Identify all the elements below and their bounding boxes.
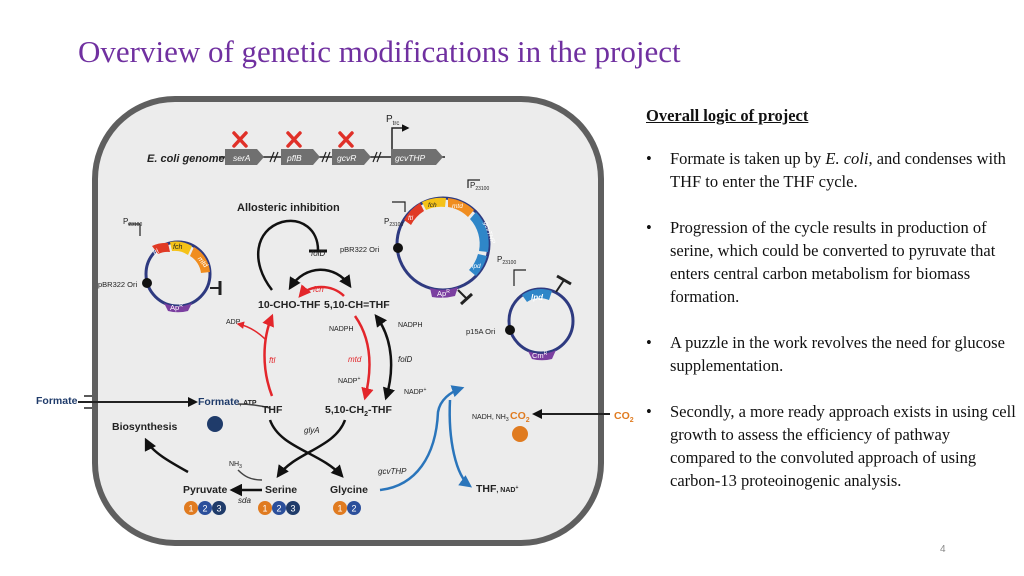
svg-text:1: 1 — [189, 504, 194, 514]
pyruvate-label: Pyruvate — [183, 484, 228, 496]
bullet-dot: • — [646, 218, 652, 237]
formate-ball — [207, 416, 223, 432]
serine-label: Serine — [265, 484, 297, 496]
svg-text:ftl: ftl — [269, 356, 275, 365]
pyruvate-carbons: 1 2 3 — [184, 501, 226, 515]
svg-text:ftl: ftl — [152, 248, 161, 257]
glycine-carbons: 1 2 — [333, 501, 361, 515]
svg-text:3: 3 — [291, 504, 296, 514]
svg-text:fch: fch — [428, 202, 437, 209]
svg-text:pBR322 Ori: pBR322 Ori — [340, 245, 380, 254]
svg-text:lpd: lpd — [472, 263, 481, 270]
logic-bullet: • Formate is taken up by E. coli, and co… — [646, 149, 1006, 191]
svg-text:gcvTHP: gcvTHP — [395, 153, 426, 163]
svg-text:pflB: pflB — [286, 153, 302, 163]
allosteric-label: Allosteric inhibition — [237, 202, 340, 214]
promoter-trc-arrow — [391, 124, 410, 149]
logic-bullet: • Progression of the cycle results in pr… — [646, 218, 996, 306]
fch-arrow — [298, 284, 345, 298]
gene-pflB — [281, 149, 320, 165]
gcvTHP-arrow-down — [448, 399, 473, 488]
folD-right-arrow — [374, 313, 395, 401]
svg-text:ApR: ApR — [170, 303, 183, 312]
svg-text:1: 1 — [263, 504, 268, 514]
plasmid-middle: pBR322 Ori ftl fch mtd gcvTHP lpd ApR P2… — [340, 179, 496, 306]
svg-text:gcvTHP: gcvTHP — [378, 467, 407, 476]
biosynthesis-arrow — [144, 437, 189, 474]
svg-text:NADP+: NADP+ — [404, 387, 426, 396]
svg-text:P23100: P23100 — [470, 181, 489, 192]
svg-text:P23100: P23100 — [497, 255, 516, 266]
svg-text:p15A Ori: p15A Ori — [466, 327, 496, 336]
project-logic-panel: Overall logic of project • Formate is ta… — [646, 104, 1016, 515]
plasmid-right: p15A Ori lpd CmR P23100 — [466, 255, 575, 361]
svg-text:folD: folD — [398, 355, 412, 364]
bullet-dot: • — [646, 149, 652, 168]
gene-gcvTHP — [391, 149, 443, 165]
svg-text:fch: fch — [313, 285, 324, 294]
svg-text:NADP+: NADP+ — [338, 376, 360, 385]
svg-text:mtd: mtd — [452, 203, 463, 210]
svg-text:pBR322 Ori: pBR322 Ori — [98, 280, 138, 289]
ch-thf-label: 5,10-CH=THF — [324, 299, 390, 311]
svg-text:folD: folD — [311, 249, 325, 258]
svg-text:lpd: lpd — [531, 293, 544, 302]
plasmid-left: pBR322 Ori ftl fch mtd ApR P23100 — [98, 217, 222, 313]
formate-atp-label: Formate, ATP — [198, 396, 257, 408]
svg-text:mtd: mtd — [348, 355, 362, 364]
svg-text:fch: fch — [173, 244, 182, 251]
co2-ball — [512, 426, 528, 442]
svg-text:sda: sda — [238, 496, 251, 505]
thf-nad-label: THF, NAD+ — [476, 483, 518, 495]
glyA-arrow-right — [268, 419, 344, 478]
svg-text:P23100: P23100 — [384, 217, 403, 228]
promoter-trc-label: Ptrc — [386, 114, 399, 127]
thf-label: THF — [262, 404, 283, 416]
glyA-arrow-left — [276, 419, 347, 479]
cell-membrane — [92, 96, 604, 546]
gcvTHP-arrow-up — [379, 385, 465, 492]
svg-text:CmR: CmR — [532, 351, 548, 360]
svg-text:3: 3 — [217, 504, 222, 514]
svg-text:ApR: ApR — [437, 289, 450, 298]
gene-gcvR — [332, 149, 371, 165]
ch2-thf-label: 5,10-CH2-THF — [325, 404, 393, 418]
mtd-arrow — [353, 315, 374, 401]
svg-text:ftl: ftl — [408, 215, 414, 222]
page-number: 4 — [940, 544, 946, 555]
slide-title: Overview of genetic modifications in the… — [78, 34, 681, 69]
svg-text:serA: serA — [233, 153, 251, 163]
genome-construct: E. coli genome serA pflB gcvR gcvTHP Ptr… — [147, 114, 445, 165]
svg-text:1: 1 — [338, 504, 343, 514]
cho-thf-label: 10-CHO-THF — [258, 299, 321, 311]
svg-text:CO2: CO2 — [510, 410, 530, 424]
genome-label: E. coli genome — [147, 153, 225, 165]
svg-text:2: 2 — [277, 504, 282, 514]
outside-formate-label: Formate — [36, 395, 78, 407]
logic-heading: Overall logic of project — [646, 106, 809, 125]
svg-text:glyA: glyA — [304, 426, 320, 435]
svg-text:NH3: NH3 — [229, 461, 242, 470]
outside-co2-label: CO2 — [614, 410, 634, 424]
bullet-dot: • — [646, 402, 652, 421]
svg-text:P23100: P23100 — [123, 217, 142, 228]
gene-serA — [225, 149, 264, 165]
glycine-label: Glycine — [330, 484, 368, 496]
svg-text:NADH, NH3: NADH, NH3 — [472, 414, 509, 423]
allosteric-inhibition-arc — [256, 219, 320, 291]
svg-text:NADPH: NADPH — [398, 322, 423, 329]
ftl-arrow — [262, 313, 274, 397]
logic-bullet: • Secondly, a more ready approach exists… — [646, 402, 1016, 490]
bullet-dot: • — [646, 333, 652, 352]
biosynthesis-label: Biosynthesis — [112, 421, 178, 433]
logic-bullet: • A puzzle in the work revolves the need… — [646, 333, 1005, 375]
svg-text:ADP: ADP — [226, 319, 241, 326]
metabolic-pathway-figure: E. coli genome serA pflB gcvR gcvTHP Ptr… — [36, 96, 634, 546]
svg-text:2: 2 — [352, 504, 357, 514]
folD-arrow — [288, 268, 352, 291]
serine-carbons: 1 2 3 — [258, 501, 300, 515]
svg-text:NADPH: NADPH — [329, 326, 354, 333]
svg-text:2: 2 — [203, 504, 208, 514]
svg-text:gcvR: gcvR — [337, 153, 356, 163]
